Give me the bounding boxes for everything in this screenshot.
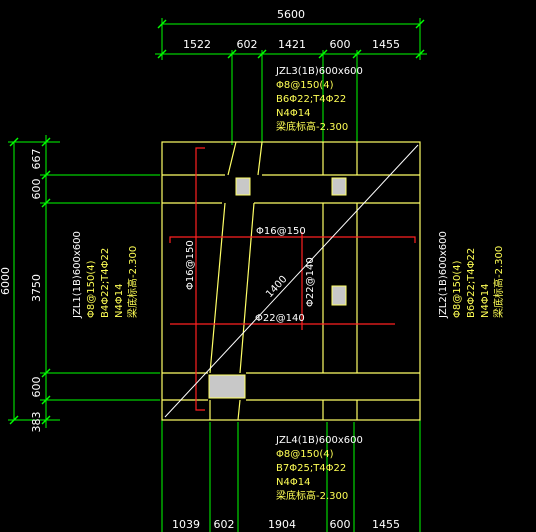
- beam-left-line-5: 梁底标高-2.300: [126, 246, 139, 318]
- dim-bottom-5: 1455: [372, 518, 400, 531]
- beam-label-right: JZL2(1B)600x600 Φ8@150(4) B6Φ22;T4Φ22 N4…: [438, 231, 505, 319]
- dim-left-total: 6000: [0, 267, 12, 295]
- beam-right-line-1: JZL2(1B)600x600: [438, 231, 449, 319]
- beam-left-line-3: B4Φ22;T4Φ22: [100, 248, 111, 318]
- rebar-lines: [169, 147, 416, 411]
- dim-bottom-1: 1039: [172, 518, 200, 531]
- beam-label-bottom: JZL4(1B)600x600 Φ8@150(4) B7Φ25;T4Φ22 N4…: [275, 435, 363, 502]
- dim-top-4: 600: [330, 38, 351, 51]
- beam-bottom-line-4: N4Φ14: [276, 477, 310, 488]
- dim-left-3: 3750: [30, 274, 43, 302]
- beam-left-line-2: Φ8@150(4): [86, 260, 97, 318]
- beam-right-line-2: Φ8@150(4): [452, 260, 463, 318]
- dim-left-2: 600: [30, 179, 43, 200]
- rebar-label-r1: Φ16@150: [256, 226, 306, 237]
- dim-bottom-2: 602: [214, 518, 235, 531]
- dim-top-2: 602: [237, 38, 258, 51]
- beam-left-line-1: JZL1(1B)600x600: [72, 231, 83, 319]
- beam-top-line-3: B6Φ22;T4Φ22: [276, 94, 346, 105]
- beam-top-line-1: JZL3(1B)600x600: [275, 66, 363, 77]
- beam-bottom-line-2: Φ8@150(4): [276, 449, 334, 460]
- rebar-label-r3: Φ22@140: [255, 313, 305, 324]
- beam-label-top: JZL3(1B)600x600 Φ8@150(4) B6Φ22;T4Φ22 N4…: [275, 66, 363, 133]
- dim-left-1: 667: [30, 149, 43, 170]
- dimension-lines: [8, 18, 427, 532]
- beam-top-line-4: N4Φ14: [276, 108, 310, 119]
- beam-top-line-2: Φ8@150(4): [276, 80, 334, 91]
- column-blocks: [208, 177, 347, 399]
- rebar-label-r2: Φ16@150: [185, 240, 196, 290]
- beam-top-line-5: 梁底标高-2.300: [276, 120, 348, 133]
- beam-bottom-line-3: B7Φ25;T4Φ22: [276, 463, 346, 474]
- dim-left-4: 600: [30, 377, 43, 398]
- beam-right-line-3: B6Φ22;T4Φ22: [466, 248, 477, 318]
- dim-top-total: 5600: [277, 8, 305, 21]
- beam-bottom-line-1: JZL4(1B)600x600: [275, 435, 363, 446]
- beam-left-line-4: N4Φ14: [114, 284, 125, 318]
- beam-right-line-4: N4Φ14: [480, 284, 491, 318]
- diagonal-line: [164, 144, 419, 418]
- dim-left-5: 383: [30, 412, 43, 433]
- dim-bottom-3: 1904: [268, 518, 296, 531]
- dim-top-3: 1421: [278, 38, 306, 51]
- beam-bottom-line-5: 梁底标高-2.300: [276, 489, 348, 502]
- dim-bottom-4: 600: [330, 518, 351, 531]
- dim-top-5: 1455: [372, 38, 400, 51]
- beam-right-line-5: 梁底标高-2.300: [492, 246, 505, 318]
- dim-top-1: 1522: [183, 38, 211, 51]
- rebar-label-r4: Φ22@140: [305, 257, 316, 307]
- beam-label-left: JZL1(1B)600x600 Φ8@150(4) B4Φ22;T4Φ22 N4…: [72, 231, 139, 319]
- slab-outline: [161, 141, 421, 421]
